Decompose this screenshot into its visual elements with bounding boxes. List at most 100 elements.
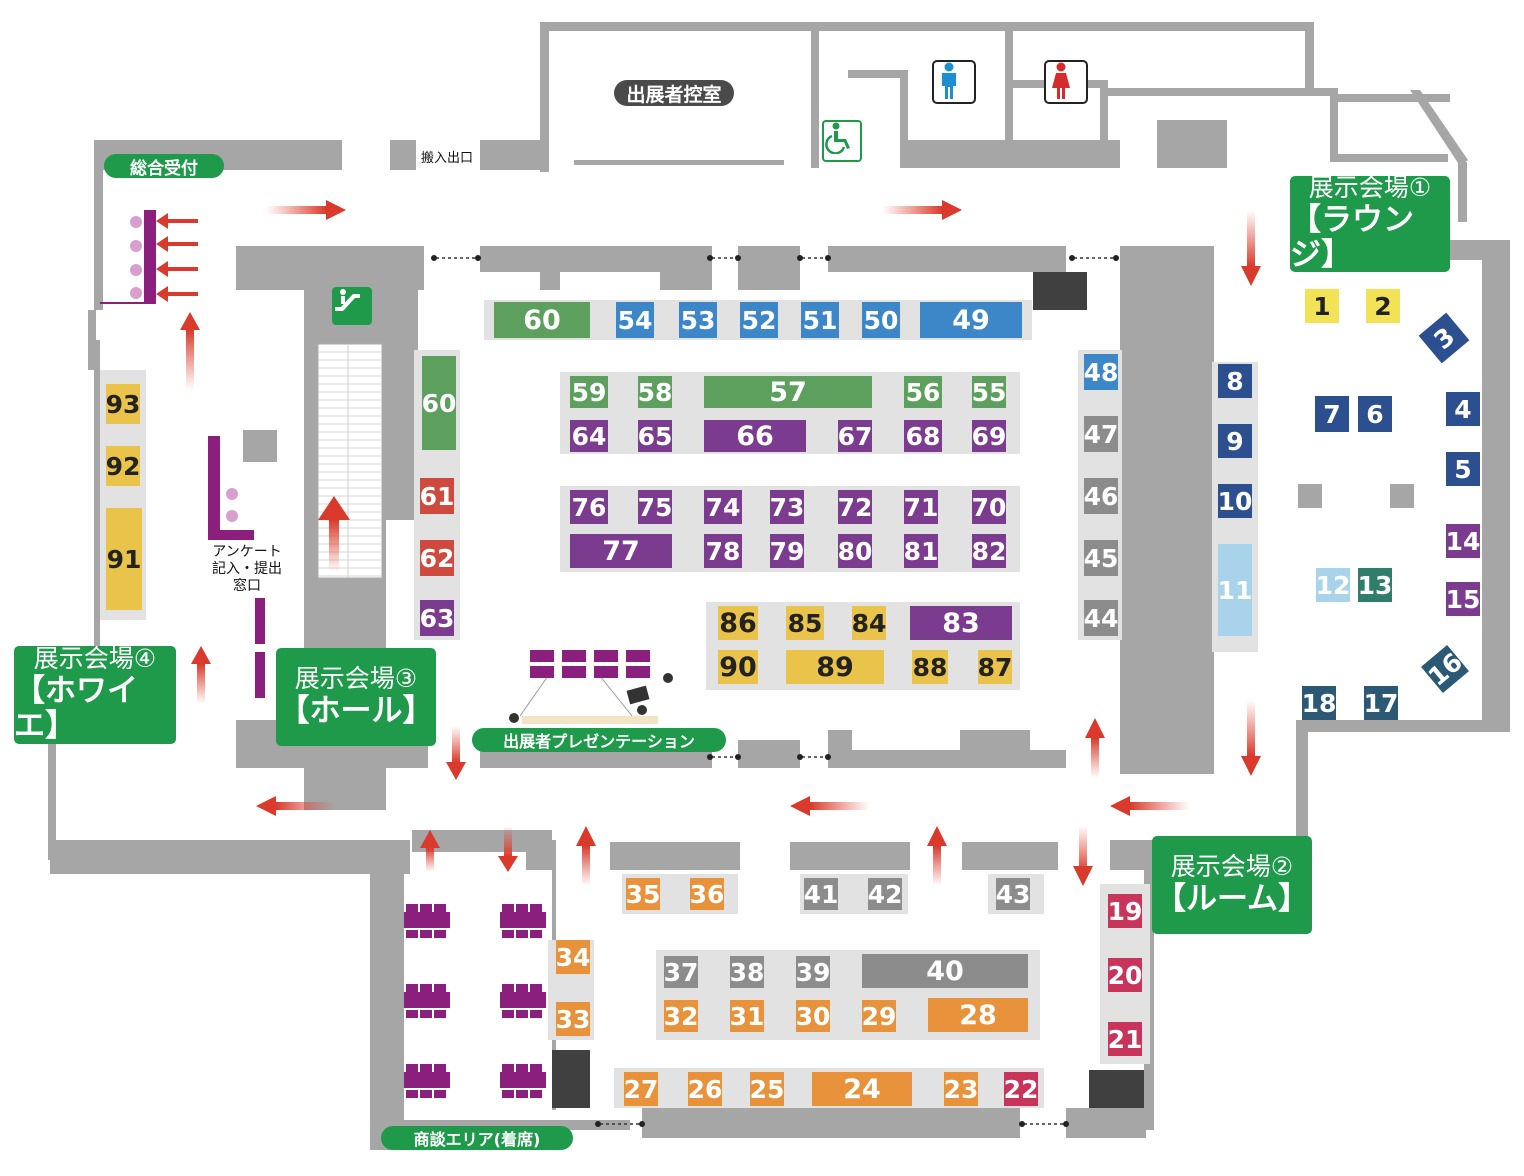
booth-86[interactable]: 86 bbox=[718, 606, 758, 640]
booth-12[interactable]: 12 bbox=[1316, 568, 1350, 602]
booth-24[interactable]: 24 bbox=[812, 1072, 912, 1106]
booth-65[interactable]: 65 bbox=[637, 420, 673, 452]
presentation-label[interactable]: 出展者プレゼンテーション bbox=[472, 728, 726, 752]
booth-62[interactable]: 62 bbox=[420, 540, 454, 576]
booth-54[interactable]: 54 bbox=[616, 302, 654, 338]
booth-20[interactable]: 20 bbox=[1108, 958, 1142, 992]
booth-32[interactable]: 32 bbox=[663, 1000, 699, 1032]
booth-18[interactable]: 18 bbox=[1302, 686, 1336, 720]
booth-14[interactable]: 14 bbox=[1446, 524, 1480, 558]
booth-55[interactable]: 55 bbox=[971, 376, 1007, 408]
booth-37[interactable]: 37 bbox=[663, 956, 699, 988]
booth-87[interactable]: 87 bbox=[978, 650, 1012, 684]
booth-48[interactable]: 48 bbox=[1084, 354, 1118, 390]
booth-92[interactable]: 92 bbox=[106, 446, 140, 486]
booth-31[interactable]: 31 bbox=[729, 1000, 765, 1032]
booth-66[interactable]: 66 bbox=[704, 420, 806, 452]
booth-22[interactable]: 22 bbox=[1004, 1072, 1038, 1106]
booth-49[interactable]: 49 bbox=[920, 302, 1022, 338]
booth-75[interactable]: 75 bbox=[638, 490, 672, 524]
booth-61[interactable]: 61 bbox=[420, 478, 454, 514]
booth-73[interactable]: 73 bbox=[770, 490, 804, 524]
booth-8[interactable]: 8 bbox=[1218, 364, 1252, 398]
booth-42[interactable]: 42 bbox=[867, 878, 903, 910]
booth-9[interactable]: 9 bbox=[1218, 424, 1252, 458]
hall-3-label[interactable]: 展示会場③ 【ホール】 bbox=[276, 648, 436, 746]
booth-60[interactable]: 60 bbox=[422, 356, 456, 450]
booth-72[interactable]: 72 bbox=[838, 490, 872, 524]
booth-33[interactable]: 33 bbox=[556, 1002, 590, 1036]
booth-34[interactable]: 34 bbox=[556, 940, 590, 974]
booth-47[interactable]: 47 bbox=[1084, 416, 1118, 452]
booth-52[interactable]: 52 bbox=[740, 302, 778, 338]
booth-1[interactable]: 1 bbox=[1305, 289, 1339, 323]
booth-71[interactable]: 71 bbox=[904, 490, 938, 524]
booth-78[interactable]: 78 bbox=[704, 534, 742, 568]
booth-51[interactable]: 51 bbox=[801, 302, 839, 338]
booth-17[interactable]: 17 bbox=[1364, 686, 1398, 720]
booth-88[interactable]: 88 bbox=[912, 650, 948, 684]
booth-10[interactable]: 10 bbox=[1218, 484, 1252, 518]
booth-82[interactable]: 82 bbox=[972, 534, 1006, 568]
reception-label[interactable]: 総合受付 bbox=[104, 154, 224, 179]
booth-56[interactable]: 56 bbox=[904, 376, 942, 408]
booth-2[interactable]: 2 bbox=[1366, 289, 1400, 323]
booth-63[interactable]: 63 bbox=[420, 600, 454, 636]
booth-89[interactable]: 89 bbox=[786, 650, 884, 684]
hall-2-label[interactable]: 展示会場② 【ルーム】 bbox=[1152, 836, 1312, 934]
booth-67[interactable]: 67 bbox=[837, 420, 873, 452]
booth-41[interactable]: 41 bbox=[803, 878, 839, 910]
booth-40[interactable]: 40 bbox=[862, 954, 1028, 988]
booth-30[interactable]: 30 bbox=[795, 1000, 831, 1032]
booth-13[interactable]: 13 bbox=[1358, 568, 1392, 602]
hall-4-label[interactable]: 展示会場④ 【ホワイエ】 bbox=[14, 644, 176, 744]
booth-74[interactable]: 74 bbox=[704, 490, 742, 524]
booth-85[interactable]: 85 bbox=[786, 606, 824, 640]
booth-59[interactable]: 59 bbox=[570, 376, 608, 408]
booth-45[interactable]: 45 bbox=[1084, 540, 1118, 576]
booth-36[interactable]: 36 bbox=[689, 878, 725, 910]
booth-26[interactable]: 26 bbox=[688, 1072, 722, 1106]
booth-53[interactable]: 53 bbox=[679, 302, 717, 338]
booth-68[interactable]: 68 bbox=[904, 420, 942, 452]
business-area-label[interactable]: 商談エリア(着席) bbox=[381, 1126, 573, 1150]
booth-70[interactable]: 70 bbox=[972, 490, 1006, 524]
booth-83[interactable]: 83 bbox=[910, 606, 1012, 640]
booth-43[interactable]: 43 bbox=[995, 878, 1031, 910]
booth-80[interactable]: 80 bbox=[838, 534, 872, 568]
booth-60[interactable]: 60 bbox=[494, 302, 590, 338]
booth-5[interactable]: 5 bbox=[1446, 452, 1480, 486]
booth-4[interactable]: 4 bbox=[1446, 392, 1480, 426]
booth-90[interactable]: 90 bbox=[718, 650, 758, 684]
booth-84[interactable]: 84 bbox=[852, 606, 886, 640]
booth-64[interactable]: 64 bbox=[570, 420, 608, 452]
booth-39[interactable]: 39 bbox=[795, 956, 831, 988]
hall-1-label[interactable]: 展示会場① 【ラウンジ】 bbox=[1290, 173, 1450, 273]
booth-38[interactable]: 38 bbox=[729, 956, 765, 988]
booth-93[interactable]: 93 bbox=[106, 384, 140, 424]
booth-58[interactable]: 58 bbox=[637, 376, 673, 408]
booth-6[interactable]: 6 bbox=[1358, 396, 1392, 432]
booth-77[interactable]: 77 bbox=[570, 534, 672, 568]
booth-69[interactable]: 69 bbox=[971, 420, 1007, 452]
booth-27[interactable]: 27 bbox=[624, 1072, 658, 1106]
booth-44[interactable]: 44 bbox=[1084, 600, 1118, 636]
booth-28[interactable]: 28 bbox=[928, 998, 1028, 1032]
booth-25[interactable]: 25 bbox=[750, 1072, 784, 1106]
booth-79[interactable]: 79 bbox=[770, 534, 804, 568]
booth-23[interactable]: 23 bbox=[944, 1072, 978, 1106]
business-table-1 bbox=[404, 904, 450, 938]
booth-57[interactable]: 57 bbox=[704, 376, 872, 408]
booth-81[interactable]: 81 bbox=[904, 534, 938, 568]
booth-35[interactable]: 35 bbox=[625, 878, 661, 910]
booth-21[interactable]: 21 bbox=[1108, 1022, 1142, 1056]
booth-15[interactable]: 15 bbox=[1446, 582, 1480, 616]
booth-46[interactable]: 46 bbox=[1084, 478, 1118, 514]
booth-50[interactable]: 50 bbox=[862, 302, 900, 338]
booth-19[interactable]: 19 bbox=[1108, 894, 1142, 928]
booth-7[interactable]: 7 bbox=[1315, 396, 1349, 432]
booth-29[interactable]: 29 bbox=[861, 1000, 897, 1032]
booth-76[interactable]: 76 bbox=[570, 490, 608, 524]
booth-91[interactable]: 91 bbox=[106, 508, 142, 610]
booth-11[interactable]: 11 bbox=[1218, 544, 1252, 636]
